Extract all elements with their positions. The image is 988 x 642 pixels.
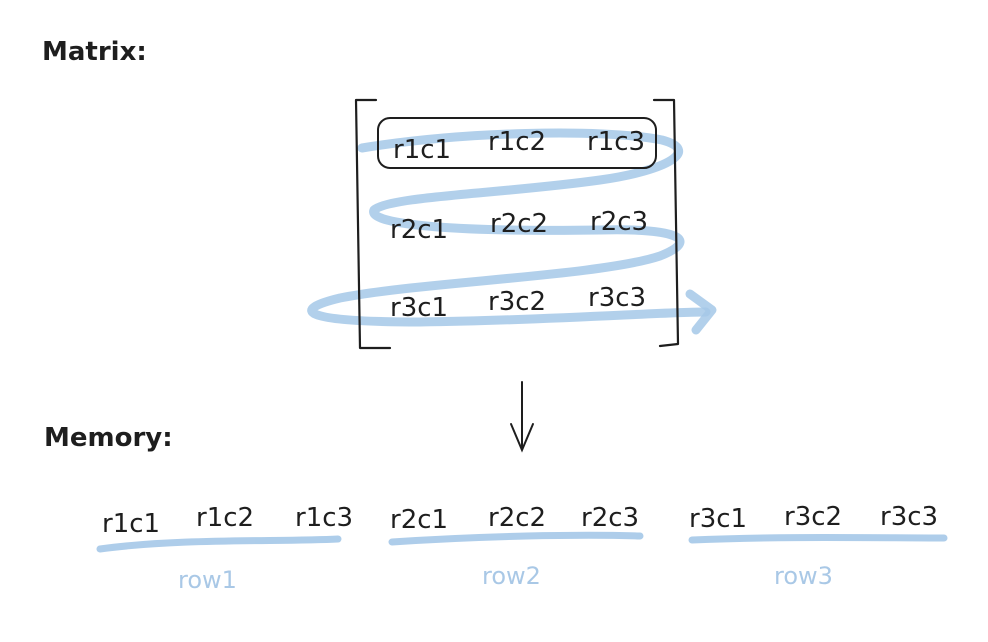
group-label-row2: row2 [482,562,541,590]
group-label-row1: row1 [178,566,237,594]
matrix-cell: r2c3 [590,207,648,237]
memory-group-labels: row1 row2 row3 [178,562,833,594]
memory-cell: r1c2 [196,503,254,533]
memory-cell: r3c3 [880,502,938,532]
memory-heading: Memory: [44,423,173,453]
matrix-cell: r2c2 [490,209,548,239]
matrix-heading: Matrix: [42,37,147,67]
matrix-cell: r3c1 [390,293,448,323]
memory-cell: r1c3 [295,503,353,533]
memory-cell: r1c1 [102,509,160,539]
group-label-row3: row3 [774,562,833,590]
matrix-left-bracket [354,98,392,350]
memory-cell: r3c2 [784,502,842,532]
matrix-cell: r3c3 [588,283,646,313]
memory-cell: r2c2 [488,503,546,533]
memory-cell: r2c3 [581,503,639,533]
memory-cell: r3c1 [689,504,747,534]
first-row-highlight-box [377,117,657,169]
row-major-traversal-path [307,128,711,327]
matrix-right-bracket [652,98,680,348]
row2-underline [388,531,644,546]
row1-underline [96,535,342,553]
memory-layout: r1c1 r1c2 r1c3 r2c1 r2c2 r2c3 r3c1 r3c2 … [102,502,938,539]
matrix-cell: r1c2 [488,127,546,157]
matrix-cell: r3c2 [488,287,546,317]
matrix-cell: r2c1 [390,215,448,245]
down-arrow-icon [510,381,534,453]
matrix-cell: r1c3 [587,127,645,157]
row3-underline [688,534,948,544]
memory-group-underlines [96,531,948,553]
memory-cell: r2c1 [390,505,448,535]
matrix-cell: r1c1 [393,135,451,165]
traversal-arrowhead [685,289,717,335]
matrix-grid: r1c1 r1c2 r1c3 r2c1 r2c2 r2c3 r3c1 r3c2 … [390,127,648,323]
